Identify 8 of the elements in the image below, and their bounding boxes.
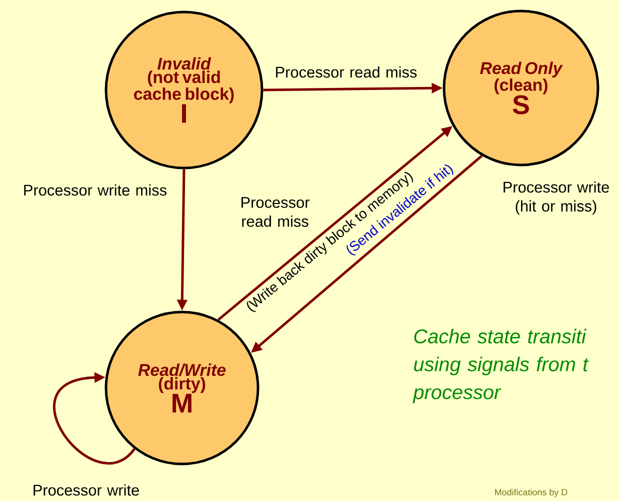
arrow [53,372,136,464]
edge-label: Processor write (hit or miss) [504,181,609,215]
edge-label: Processor read miss [242,197,310,227]
edge-label: Processor read miss [276,66,417,78]
note-text: Cache state transiti using signals from t processor [412,328,589,404]
edge-label: Processor write miss [24,184,166,196]
edge-label: Processor write [34,484,139,496]
credit-text: Modifications by D [495,488,568,498]
